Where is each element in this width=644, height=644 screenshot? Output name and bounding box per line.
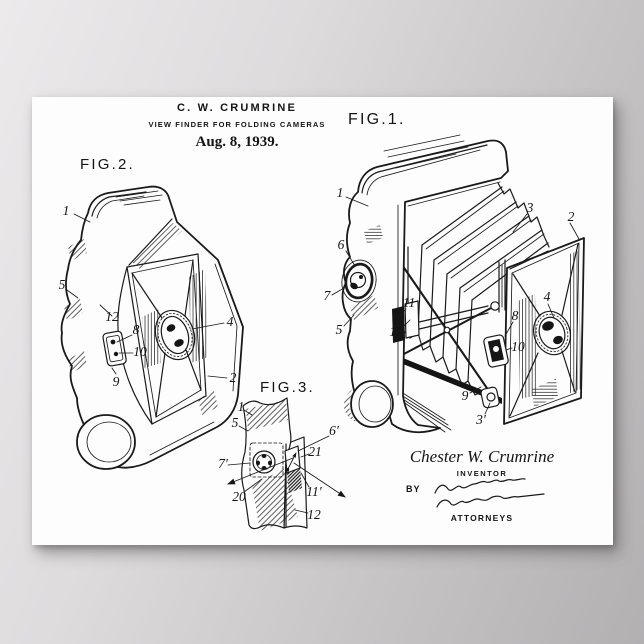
patent-drawings: 1 5 12 8 10 9 4 2 (59, 134, 585, 531)
fig3-ref-20: 20 (232, 489, 246, 504)
fig3-drawing: 1 5 6' 21 7' 20 11' 12 (218, 397, 346, 531)
fig3-ref-5: 5 (232, 415, 239, 430)
fig1-ref-10: 10 (511, 339, 525, 354)
fig1-ref-2: 2 (568, 209, 575, 224)
fig1-ref-3: 3 (526, 200, 534, 215)
fig3-ref-1: 1 (238, 399, 245, 414)
patent-header: C. W. CRUMRINE VIEW FINDER FOR FOLDING C… (112, 102, 362, 151)
fig1-eyepiece (341, 259, 377, 303)
fig2-ref-12: 12 (105, 309, 119, 324)
fig3-ref-7p: 7' (218, 456, 229, 471)
attorney-signatures-icon (434, 478, 545, 508)
fig1-body (341, 134, 509, 434)
fig2-ref-1: 1 (63, 203, 70, 218)
fig1-ref-6: 6 (338, 237, 345, 252)
patent-inventor-name: C. W. CRUMRINE (176, 102, 298, 114)
fig2-ref-10: 10 (133, 344, 147, 359)
fig3-ref-12: 12 (307, 507, 321, 522)
fig1-ref-1: 1 (337, 185, 344, 200)
fig2-label: FIG.2. (80, 156, 135, 173)
fig1-ref-3p: 3' (475, 412, 487, 427)
fig1-ref-8: 8 (512, 308, 519, 323)
fig1-viewfinder-plate (480, 334, 509, 409)
attorneys-label: ATTORNEYS (450, 513, 514, 523)
fig1-front-standard (490, 237, 585, 425)
fig2-ref-5: 5 (59, 277, 66, 292)
patent-title: VIEW FINDER FOR FOLDING CAMERAS (148, 120, 326, 129)
fig2-ref-4: 4 (227, 314, 234, 329)
fig2-ref-9: 9 (113, 374, 120, 389)
inventor-signature-name: Chester W. Crumrine (409, 447, 555, 466)
patent-poster: C. W. CRUMRINE VIEW FINDER FOR FOLDING C… (32, 97, 613, 545)
fig3-label: FIG.3. (260, 379, 315, 396)
fig2-ref-8: 8 (133, 322, 140, 337)
fig1-drawing: 1 3 2 6 7 5 11 12 9 3' 8 10 4 (324, 134, 585, 434)
fig2-drawing: 1 5 12 8 10 9 4 2 (59, 185, 244, 470)
fig2-ref-2: 2 (230, 370, 237, 385)
fig1-ref-7: 7 (324, 288, 332, 303)
fig1-bellows (407, 182, 550, 396)
patent-date: Aug. 8, 1939. (195, 134, 279, 150)
fig1-ref-9: 9 (462, 388, 469, 403)
fig1-ref-5: 5 (336, 322, 343, 337)
fig1-ref-4: 4 (544, 289, 551, 304)
inventor-label: INVENTOR (456, 469, 508, 478)
fig1-ref-11: 11 (403, 295, 416, 310)
fig3-ref-11p: 11' (306, 484, 322, 499)
fig3-ref-6p: 6' (329, 423, 340, 438)
fig1-ref-12: 12 (389, 324, 403, 339)
fig1-label: FIG.1. (348, 111, 406, 128)
by-label: BY (406, 484, 421, 494)
fig3-ref-21: 21 (308, 444, 322, 459)
